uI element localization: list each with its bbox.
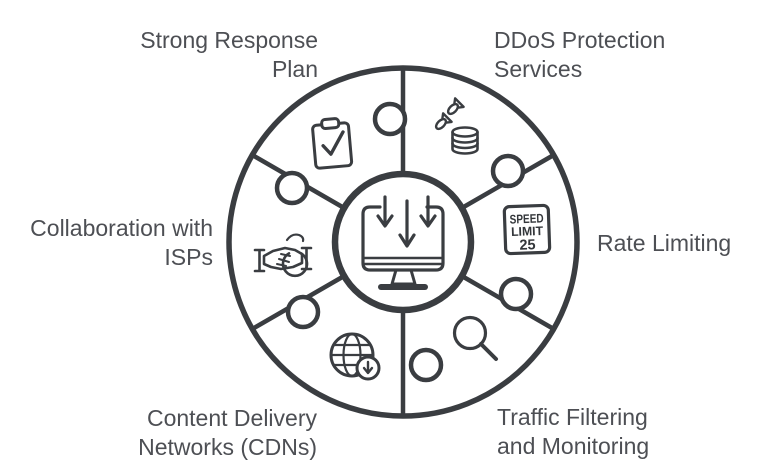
label-ddos-protection-services: DDoS Protection Services xyxy=(494,27,666,82)
label-rate-limiting: Rate Limiting xyxy=(597,230,732,256)
down-arrows xyxy=(376,195,437,248)
ddos-attack-monitor-icon xyxy=(361,195,445,290)
segment-dividers xyxy=(250,65,556,419)
label-collaboration-with-isps: Collaboration with ISPs xyxy=(30,215,213,270)
globe-download-icon xyxy=(329,332,381,381)
speed-limit-line3: 25 xyxy=(519,237,536,254)
puzzle-knobs xyxy=(274,101,534,383)
handshake-globe-icon xyxy=(253,233,313,278)
label-content-delivery-networks: Content Delivery Networks (CDNs) xyxy=(138,405,317,460)
clipboard-check-icon xyxy=(311,117,354,170)
speed-limit-sign-icon: SPEED LIMIT 25 xyxy=(502,203,552,256)
magnifying-glass-icon xyxy=(452,315,498,361)
label-traffic-filtering-and-monitoring: Traffic Filtering and Monitoring xyxy=(497,404,650,459)
bombs-database-icon xyxy=(434,97,479,155)
label-strong-response-plan: Strong Response Plan xyxy=(140,27,318,82)
speed-limit-line2: LIMIT xyxy=(511,224,544,239)
speed-limit-line1: SPEED xyxy=(509,211,543,226)
